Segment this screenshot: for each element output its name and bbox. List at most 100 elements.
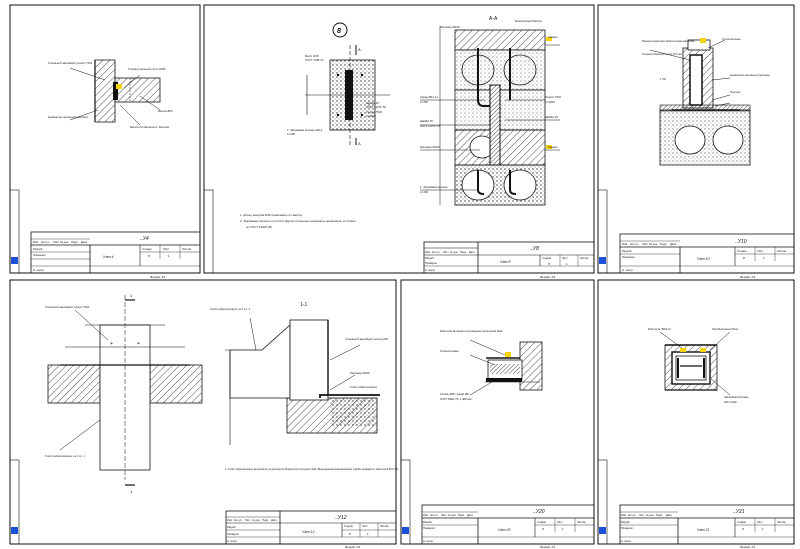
title-role-norm: Н. контр. — [423, 539, 434, 543]
format-stamp: Формат А4 — [540, 545, 555, 549]
sheet-col: Лист — [757, 249, 764, 253]
sheet-value: 1 — [763, 256, 765, 260]
sheet-name: Узел 21 — [697, 528, 710, 532]
sheet-col: Лист — [557, 520, 563, 524]
blue-mark — [11, 527, 18, 534]
label-embedded: 1. Закладная деталь МН-1 — [287, 128, 323, 132]
sheet-3: Изм. Кол.уч. Лист № док. Подп. Дата Разр… — [597, 4, 795, 279]
title-block: Изм. Кол.уч. Лист № док. Подп. Дата Разр… — [619, 233, 795, 279]
title-header-doc: № док. — [450, 251, 459, 254]
note-1: 1. Длину анкеров М16 принимать по месту. — [240, 213, 303, 217]
title-header-kol: Кол.уч. — [41, 240, 50, 244]
label-m100: Раствор М100 — [440, 25, 460, 29]
label-6: Плитка — [730, 90, 741, 94]
title-block: Изм. Кол.уч. Лист № док. Подп. Дата Разр… — [619, 504, 795, 549]
label-4: L 50 — [660, 77, 666, 81]
label-weld: Сварка — [548, 35, 558, 39]
title-header-date: Дата — [670, 242, 677, 246]
title-header-kol: Кол.уч. — [630, 242, 639, 246]
node-21-detail: Мастика "БАЗ-А" Газобетонный блок Заклад… — [648, 327, 749, 404]
sheet-name: Узел 12 — [302, 530, 315, 534]
title-header-date: Дата — [469, 250, 475, 254]
title-header-list: Лист — [642, 242, 649, 246]
sheet-2: Изм. Кол.уч. Лист № док. Подп. Дата Разр… — [203, 4, 595, 279]
title-header-izm: Изм. — [425, 250, 431, 254]
title-role-check: Проверил — [425, 261, 437, 265]
node-20-detail: Мастика битумно-полимерная толщиной 3мм … — [440, 329, 543, 401]
title-role-check: Проверил — [33, 253, 46, 257]
stage-value: Р — [743, 256, 745, 260]
title-block: Изм. Кол.уч. Лист № док. Подп. Дата Разр… — [423, 241, 595, 279]
binding-strip — [400, 459, 411, 545]
title-role-check: Проверил — [227, 532, 239, 536]
label-1: Стальной закладной уголок 75х6 — [48, 61, 93, 65]
sheet-value: 1 — [762, 527, 764, 531]
sheet-col: Лист — [163, 247, 170, 251]
format-stamp: Формат А4 — [740, 545, 755, 549]
title-block: Изм. Кол.уч. Лист № док. Подп. Дата Разр… — [30, 231, 201, 279]
label-2: Стеклоткань — [440, 349, 459, 353]
label-length-2: L=100 — [287, 132, 295, 136]
sheet-name: Узел 4 — [103, 255, 114, 259]
title-role-dev: Разраб. — [622, 249, 632, 253]
label-length-3: L=100 — [420, 190, 428, 194]
title-header-kol: Кол.уч. — [432, 250, 441, 254]
sheet-4: Изм. Кол.уч. Лист № док. Подп. Дата Разр… — [9, 279, 399, 549]
title-block: Изм. Кол.уч. Лист № док. Подп. Дата Разр… — [421, 504, 595, 549]
format-stamp: Формат А4 — [150, 275, 165, 279]
sheets-col: Листов — [182, 247, 192, 251]
title-header-doc: № док. — [646, 514, 655, 517]
label-3: Сталь/стальной лист 0,5 мм — [642, 52, 682, 56]
blue-mark — [599, 257, 606, 264]
format-stamp: Формат А3 — [345, 545, 360, 549]
label-2: Слой гидроизоляции из 2 сл. 1 — [45, 454, 85, 458]
label-3: Закладная деталь — [724, 395, 749, 399]
sheets-col: Листов — [777, 249, 787, 253]
title-header-sign: Подп. — [458, 513, 465, 517]
stage-value: Р — [349, 532, 351, 536]
title-header-kol: Кол.уч. — [430, 513, 439, 517]
sheet-name: Узел 10 — [697, 257, 710, 261]
title-block: Изм. Кол.уч. Лист № док. Подп. Дата Разр… — [225, 510, 397, 549]
label-length: L=1200 — [366, 114, 376, 118]
sheet-col: Лист — [362, 524, 368, 528]
sheets-col: Листов — [577, 520, 586, 524]
sheets-col: Листов — [380, 524, 389, 528]
sheet-name: Узел 20 — [498, 528, 511, 532]
sheet-code: ..У21 — [733, 509, 745, 515]
title-role-dev: Разраб. — [227, 525, 237, 529]
label-4: НМ-1-200 — [724, 400, 737, 404]
note-3: по ГОСТ 14637-89. — [246, 225, 272, 229]
label-3: Слой гидроизоляции из 2 сл. 1 — [210, 307, 250, 311]
plus-marker-2: + — [137, 341, 140, 347]
binding-strip — [9, 189, 20, 274]
sheet-value: 1 — [367, 532, 369, 536]
sheets-col: Листов — [580, 256, 589, 260]
label-1: Мастика "БАЗ-А" — [648, 327, 672, 331]
sheet-border — [9, 4, 201, 274]
stage-col: Стадия — [542, 256, 551, 260]
label-washer-3: Шайба 16 — [545, 115, 558, 119]
label-angle-len: L=1200 — [545, 100, 555, 104]
note-2: 2. Закладные детали из Ст3 и другие стал… — [239, 219, 356, 223]
label-angle-2: Уголок 75х6 — [545, 95, 561, 99]
sheet-value: 1 — [566, 262, 568, 266]
sheet-code: ..У8 — [530, 246, 539, 252]
label-1: Уплотнитель — [722, 37, 741, 41]
format-stamp: Формат А4 — [740, 275, 755, 279]
title-role-norm: Н. контр. — [425, 268, 436, 272]
cut-mark-top: А — [358, 47, 361, 52]
title-header-kol: Кол.уч. — [234, 518, 243, 522]
cut-mark-top: 1 — [130, 293, 133, 298]
label-bolt: Болт М16 — [305, 54, 319, 58]
title-role-dev: Разраб. — [423, 520, 433, 524]
label-anchor-len: L=150 — [420, 100, 428, 104]
sheets-col: Листов — [777, 520, 786, 524]
title-header-date: Дата — [81, 240, 88, 244]
blue-mark — [11, 257, 18, 264]
title-header-sign: Подп. — [71, 240, 79, 244]
title-header-izm: Изм. — [33, 240, 39, 244]
binding-strip — [597, 459, 608, 545]
label-monolith: Монолитный бетон — [515, 19, 542, 23]
